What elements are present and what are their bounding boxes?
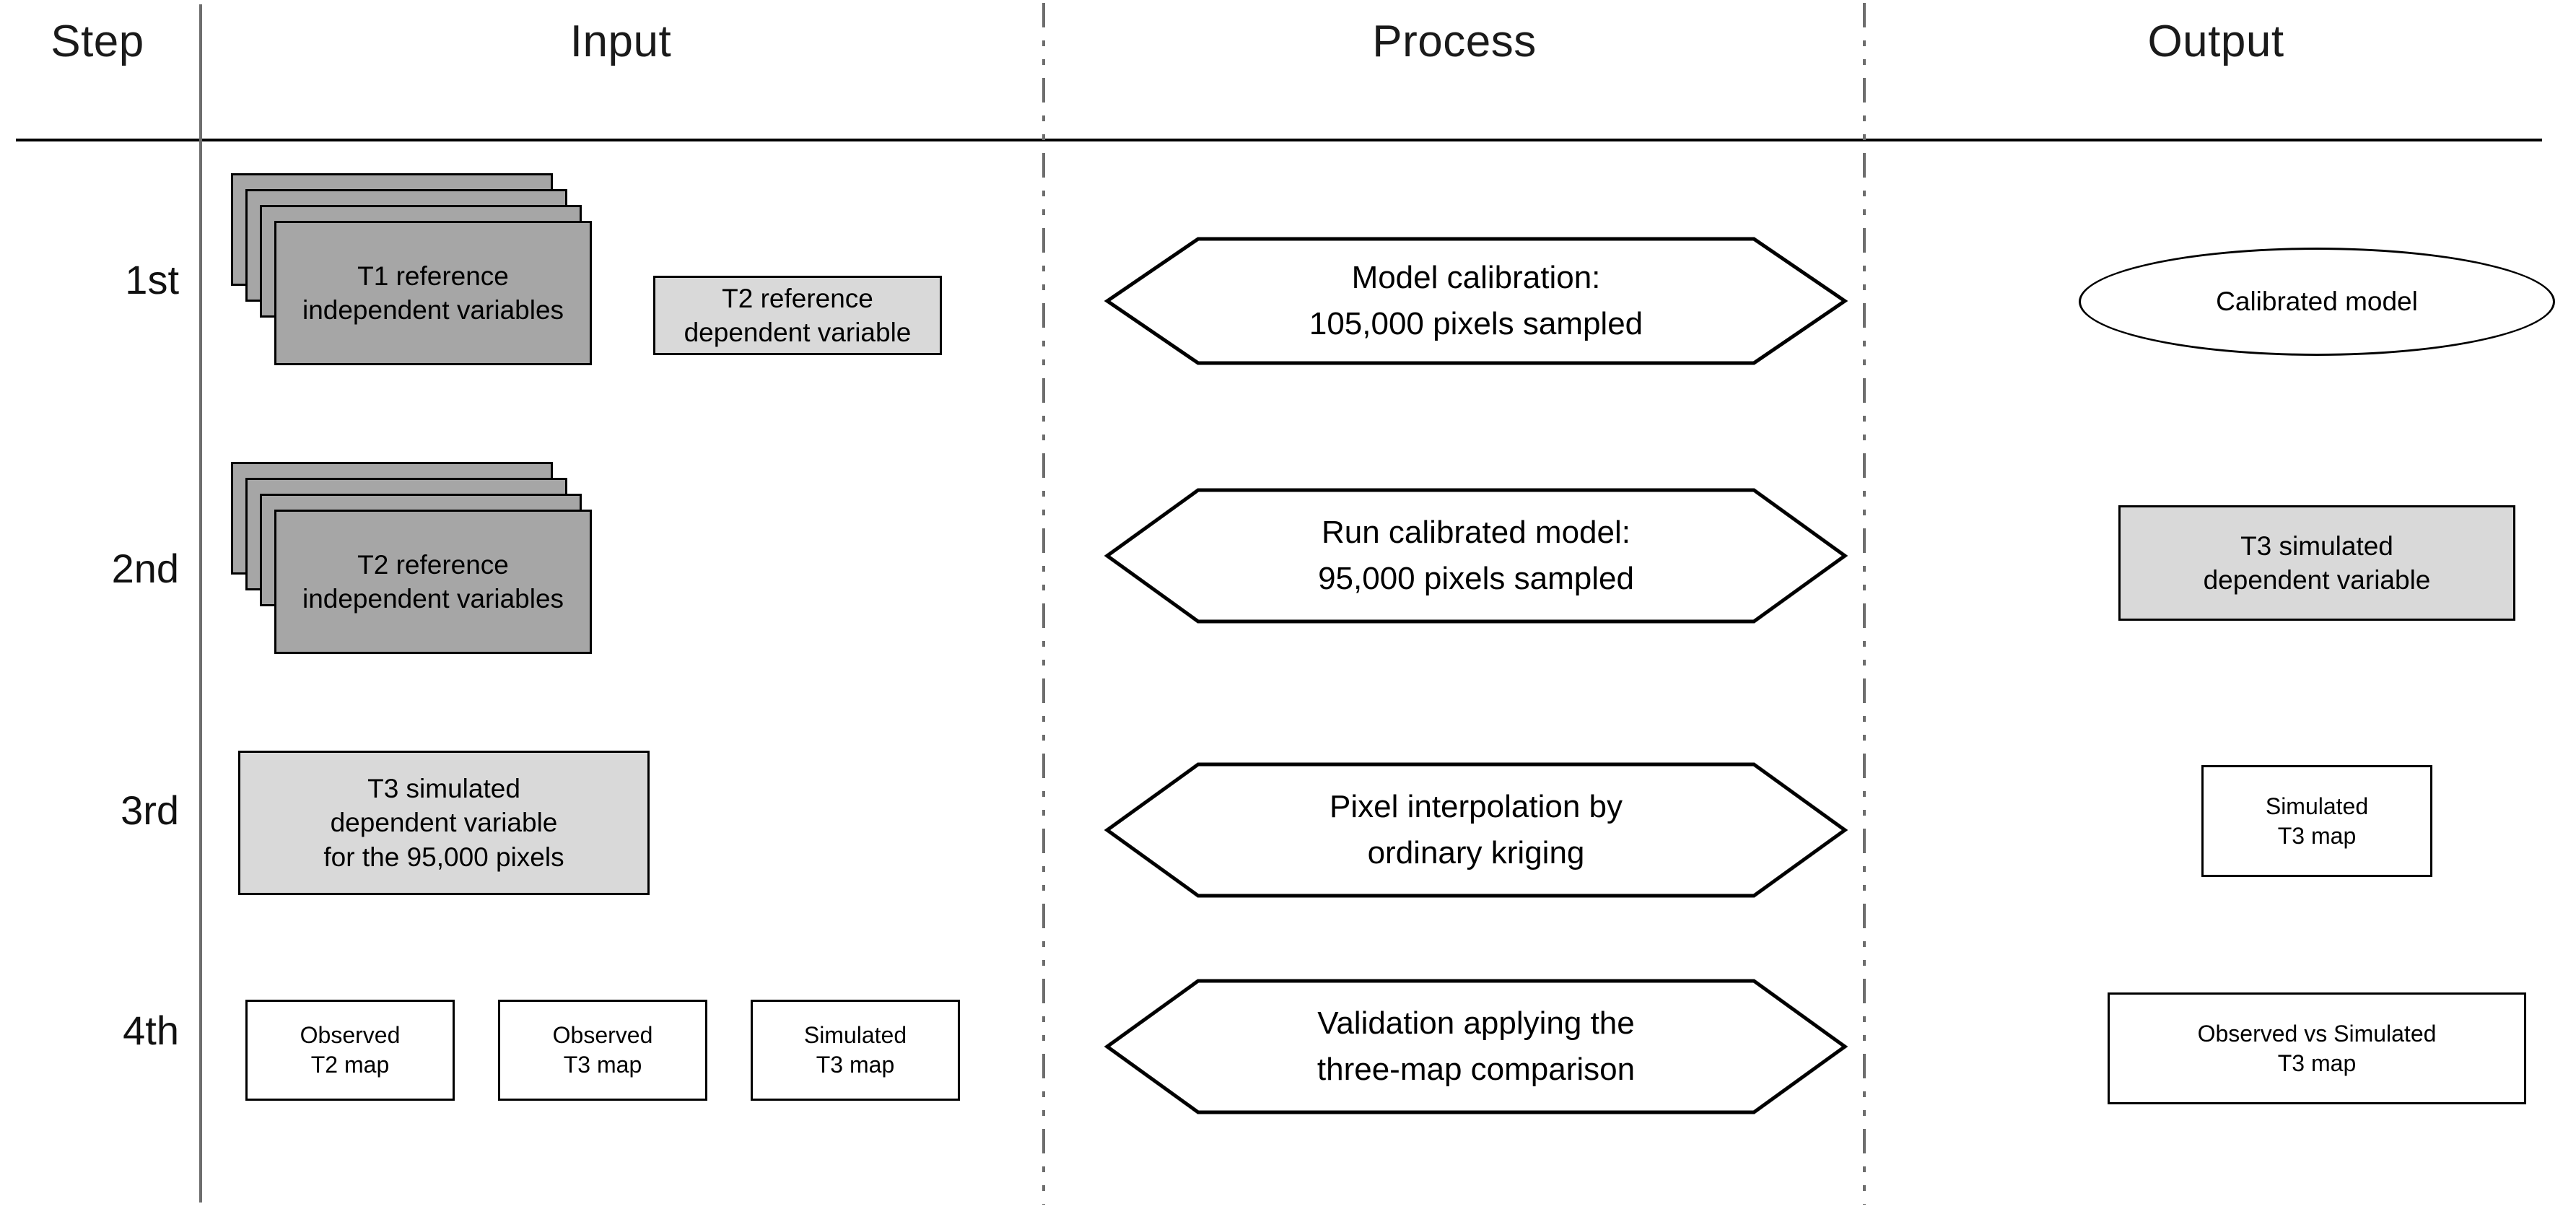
hexagon-line-1: Validation applying the <box>1317 1005 1635 1042</box>
output-line-1: Simulated <box>2265 793 2369 819</box>
hexagon-outline <box>1104 237 1848 365</box>
hexagon-line-2: 105,000 pixels sampled <box>1309 306 1643 341</box>
process-hexagon-pixel-interpolation: Pixel interpolation by ordinary kriging <box>1104 761 1848 899</box>
input-line-2: T3 map <box>816 1052 895 1078</box>
column-header-process: Process <box>1372 17 1537 66</box>
input-line-2: T3 map <box>563 1052 642 1078</box>
input-stack-t2-reference: T2 reference independent variables <box>231 462 664 664</box>
output-line-2: T3 map <box>2277 1049 2357 1076</box>
output-box-t3-simulated-dependent: T3 simulated dependent variable <box>2118 505 2515 621</box>
hexagon-label: Pixel interpolation by ordinary kriging <box>1104 761 1848 899</box>
input-box-observed-t3-map: Observed T3 map <box>498 1000 707 1101</box>
hexagon-line-2: three-map comparison <box>1317 1052 1636 1087</box>
output-line-1: Observed vs Simulated <box>2197 1020 2437 1047</box>
output-box-label: Observed vs Simulated T3 map <box>2198 1019 2437 1078</box>
output-line-2: T3 map <box>2277 822 2357 849</box>
input-box-simulated-t3-map: Simulated T3 map <box>751 1000 960 1101</box>
stack-card-front: T1 reference independent variables <box>274 221 592 365</box>
output-box-label: T3 simulated dependent variable <box>2204 529 2431 598</box>
step-label-1st: 1st <box>125 257 179 302</box>
input-box-label: T3 simulated dependent variable for the … <box>323 772 564 874</box>
step-label-4th: 4th <box>123 1008 179 1053</box>
hexagon-label: Model calibration: 105,000 pixels sample… <box>1104 236 1848 366</box>
stack-card-front: T2 reference independent variables <box>274 510 592 654</box>
process-output-divider <box>1863 3 1866 1205</box>
input-box-label: Simulated T3 map <box>804 1021 907 1080</box>
column-header-input: Input <box>569 17 672 66</box>
hexagon-label: Run calibrated model: 95,000 pixels samp… <box>1104 487 1848 624</box>
output-box-observed-vs-simulated-t3-map: Observed vs Simulated T3 map <box>2108 992 2526 1104</box>
header-divider-line <box>16 139 2542 141</box>
input-box-t2-reference-dependent: T2 reference dependent variable <box>653 276 942 355</box>
input-line-1: T3 simulated <box>367 773 520 803</box>
output-line-1: T3 simulated <box>2240 531 2393 561</box>
input-line-1: Simulated <box>803 1022 907 1049</box>
hexagon-line-1: Run calibrated model: <box>1321 515 1630 551</box>
column-header-output: Output <box>2147 17 2284 66</box>
step-label-3rd: 3rd <box>121 787 179 833</box>
hexagon-line-1: Model calibration: <box>1351 260 1601 296</box>
hexagon-label: Validation applying the three-map compar… <box>1104 978 1848 1115</box>
input-box-label: Observed T3 map <box>553 1021 653 1080</box>
step-label-2nd: 2nd <box>111 546 179 591</box>
hexagon-line-1: Pixel interpolation by <box>1329 789 1623 825</box>
input-line-2: T2 map <box>310 1052 390 1078</box>
hexagon-line-2: 95,000 pixels sampled <box>1318 561 1634 596</box>
input-box-observed-t2-map: Observed T2 map <box>245 1000 455 1101</box>
output-ellipse-calibrated-model: Calibrated model <box>2079 248 2555 356</box>
hexagon-line-2: ordinary kriging <box>1367 835 1585 870</box>
input-line-3: for the 95,000 pixels <box>323 842 564 872</box>
step-column-divider <box>199 4 202 1203</box>
output-box-simulated-t3-map: Simulated T3 map <box>2201 765 2432 877</box>
output-box-label: Simulated T3 map <box>2266 792 2368 851</box>
hexagon-outline <box>1104 488 1848 624</box>
input-line-1: Observed <box>552 1022 653 1049</box>
output-line-2: dependent variable <box>2203 565 2431 595</box>
hexagon-outline <box>1104 762 1848 898</box>
input-line-2: dependent variable <box>330 808 558 838</box>
input-box-label: Observed T2 map <box>300 1021 401 1080</box>
input-stack-t1-reference: T1 reference independent variables <box>231 173 664 368</box>
process-hexagon-model-calibration: Model calibration: 105,000 pixels sample… <box>1104 236 1848 366</box>
hexagon-outline <box>1104 979 1848 1114</box>
input-process-divider <box>1042 3 1045 1205</box>
input-box-t3-simulated-dependent-95000: T3 simulated dependent variable for the … <box>238 751 650 895</box>
input-line-1: Observed <box>300 1022 401 1049</box>
process-hexagon-validation: Validation applying the three-map compar… <box>1104 978 1848 1115</box>
column-header-step: Step <box>51 17 144 66</box>
process-hexagon-run-calibrated-model: Run calibrated model: 95,000 pixels samp… <box>1104 487 1848 624</box>
